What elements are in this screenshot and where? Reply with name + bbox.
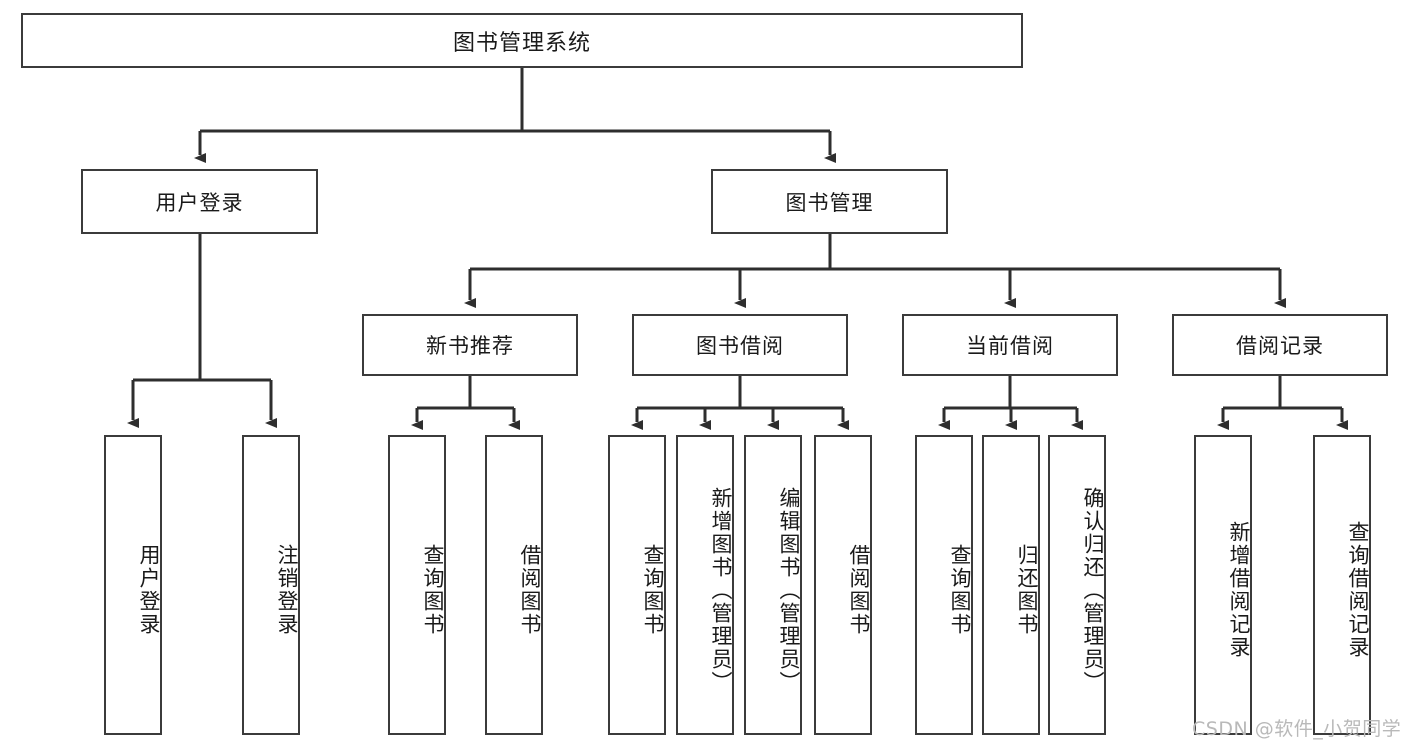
node-user-login[interactable]: 用户登录	[81, 169, 318, 234]
node-current-borrowing[interactable]: 当前借阅	[902, 314, 1118, 376]
leaf-query-book-borrowing[interactable]: 查询图书	[608, 435, 666, 735]
leaf-return-book[interactable]: 归还图书	[982, 435, 1040, 735]
leaf-user-login[interactable]: 用户登录	[104, 435, 162, 735]
leaf-add-borrow-record[interactable]: 新增借阅记录	[1194, 435, 1252, 735]
node-new-book-recommendation[interactable]: 新书推荐	[362, 314, 578, 376]
node-book-borrowing[interactable]: 图书借阅	[632, 314, 848, 376]
leaf-query-borrow-record[interactable]: 查询借阅记录	[1313, 435, 1371, 735]
leaf-borrow-book-new-rec[interactable]: 借阅图书	[485, 435, 543, 735]
node-borrowing-record[interactable]: 借阅记录	[1172, 314, 1388, 376]
node-book-management[interactable]: 图书管理	[711, 169, 948, 234]
leaf-borrow-book-borrowing[interactable]: 借阅图书	[814, 435, 872, 735]
leaf-query-book-new-rec[interactable]: 查询图书	[388, 435, 446, 735]
leaf-confirm-return-admin[interactable]: 确认归还（管理员）	[1048, 435, 1106, 735]
csdn-watermark: CSDN @软件_小贺同学	[1192, 718, 1402, 740]
leaf-add-book-admin[interactable]: 新增图书（管理员）	[676, 435, 734, 735]
leaf-user-logout[interactable]: 注销登录	[242, 435, 300, 735]
leaf-query-book-current[interactable]: 查询图书	[915, 435, 973, 735]
leaf-edit-book-admin[interactable]: 编辑图书（管理员）	[744, 435, 802, 735]
node-root-book-management-system[interactable]: 图书管理系统	[21, 13, 1023, 68]
